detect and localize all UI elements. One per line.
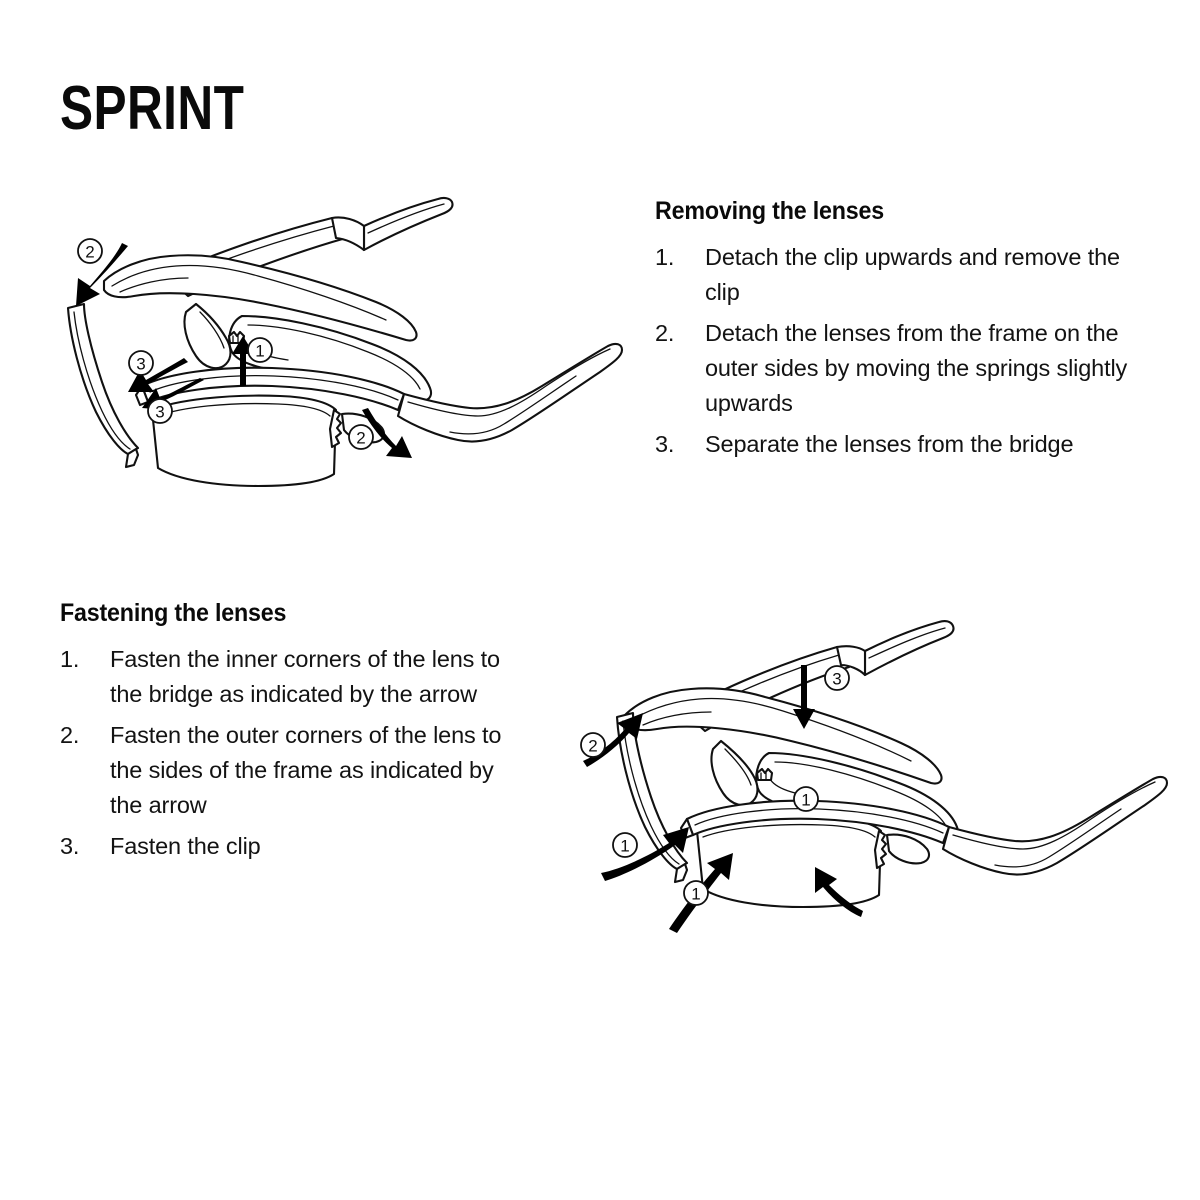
step-text: Detach the clip upwards and remove the c… [705,244,1120,305]
arrow-right-notch [815,867,863,917]
marker-1-lower-left: 1 [612,832,638,858]
marker-3-lower: 3 [147,398,173,424]
svg-text:1: 1 [620,837,629,856]
step-number: 1. [655,244,675,270]
removing-diagram: 2 3 3 1 2 [46,186,626,516]
frame-upper-rim [102,254,418,342]
callout-arrows [76,243,412,458]
detached-main-lens [695,815,931,909]
detached-side-lens-left [615,711,689,884]
marker-3-top: 3 [824,665,850,691]
fastening-step-3: 3. Fasten the clip [60,829,530,864]
marker-1-bridge: 1 [247,337,273,363]
marker-3-upper: 3 [128,350,154,376]
arrow-3-upper [128,358,188,392]
fastening-the-lenses-section: Fastening the lenses 1. Fasten the inner… [60,598,530,870]
page-title: SPRINT [60,74,245,143]
svg-text:2: 2 [85,243,94,262]
fastening-step-1: 1. Fasten the inner corners of the lens … [60,642,530,712]
fastening-step-2: 2. Fasten the outer corners of the lens … [60,718,530,823]
step-text: Detach the lenses from the frame on the … [705,320,1128,416]
step-text: Fasten the outer corners of the lens to … [110,722,502,818]
step-text: Fasten the inner corners of the lens to … [110,646,500,707]
removing-step-3: 3. Separate the lenses from the bridge [655,427,1135,462]
nose-bridge [183,302,246,370]
removing-heading: Removing the lenses [655,197,885,225]
fastening-heading: Fastening the lenses [60,599,287,627]
right-temple-arm-near [941,775,1169,876]
marker-2-right: 2 [348,424,374,450]
step-number: 3. [60,833,80,859]
removing-steps-list: 1. Detach the clip upwards and remove th… [655,240,1135,462]
step-number: 1. [60,646,80,672]
arrow-1-lower-left [601,827,689,881]
step-number: 3. [655,431,675,457]
svg-text:3: 3 [136,355,145,374]
step-number: 2. [60,722,80,748]
removing-the-lenses-section: Removing the lenses 1. Detach the clip u… [655,196,1135,468]
fastening-diagram: 2 3 1 1 1 [565,595,1190,940]
step-number: 2. [655,320,675,346]
frame-upper-rim [623,687,943,785]
nose-bridge [710,739,774,807]
fastening-steps-list: 1. Fasten the inner corners of the lens … [60,642,530,864]
removing-step-2: 2. Detach the lenses from the frame on t… [655,316,1135,421]
svg-text:3: 3 [832,670,841,689]
right-temple-arm-near [396,342,624,443]
step-text: Separate the lenses from the bridge [705,431,1074,457]
marker-2-upper-left: 2 [77,238,103,264]
marker-2-left: 2 [580,732,606,758]
removing-step-1: 1. Detach the clip upwards and remove th… [655,240,1135,310]
svg-text:1: 1 [255,342,264,361]
svg-text:2: 2 [588,737,597,756]
svg-text:1: 1 [801,791,810,810]
marker-1-bottom-left: 1 [683,880,709,906]
marker-1-bridge: 1 [793,786,819,812]
step-text: Fasten the clip [110,833,261,859]
svg-text:3: 3 [155,403,164,422]
callout-markers: 2 3 3 1 2 [77,238,374,450]
arrow-2-right [362,408,412,458]
arrow-3-top [793,665,815,729]
callout-markers: 2 3 1 1 1 [580,665,850,906]
detached-side-lens-left [66,302,140,469]
svg-text:1: 1 [691,885,700,904]
arrow-2-upper-left [76,243,128,306]
svg-text:2: 2 [356,429,365,448]
